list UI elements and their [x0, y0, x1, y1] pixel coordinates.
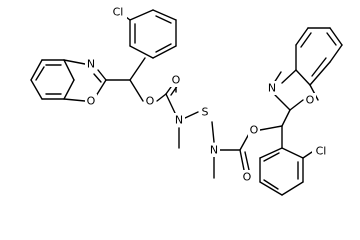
- oxygen-label-right-oxazole: O: [306, 94, 315, 107]
- oxygen-label-left-oxazole: O: [87, 95, 96, 108]
- nitrogen-sulfur-bridge: [178, 111, 215, 179]
- nitrogen-label-right-oxazole: N: [268, 82, 276, 95]
- left-oxazole-ring: [63, 59, 107, 102]
- oxygen-label-left-carbonyl: O: [172, 74, 181, 87]
- chlorine-label-top: Cl: [113, 6, 124, 19]
- nitrogen-label-left-amide: N: [175, 114, 183, 127]
- sulfur-label-bridge: S: [202, 106, 209, 119]
- nitrogen-label-right-amide: N: [210, 144, 218, 157]
- oxygen-label-left-ester: O: [146, 95, 155, 108]
- chemical-structure-diagram: Cl N O O O N S N O O N O Cl: [30, 5, 343, 196]
- right-oxazole-ring: [271, 69, 319, 127]
- bonds: [30, 9, 343, 196]
- right-benzoxazole-benzene-ring: [295, 27, 343, 86]
- chlorine-label-bottom: Cl: [316, 145, 327, 158]
- bottom-chlorophenyl-ring: [259, 125, 313, 196]
- atom-labels: Cl N O O O N S N O O N O Cl: [85, 5, 330, 184]
- nitrogen-label-left-oxazole: N: [87, 58, 95, 71]
- top-chlorophenyl-ring: [125, 9, 177, 59]
- left-benzoxazole-benzene-ring: [30, 59, 75, 100]
- left-linker: [105, 57, 181, 114]
- oxygen-label-right-ester: O: [250, 124, 259, 137]
- oxygen-label-right-carbonyl: O: [243, 171, 252, 184]
